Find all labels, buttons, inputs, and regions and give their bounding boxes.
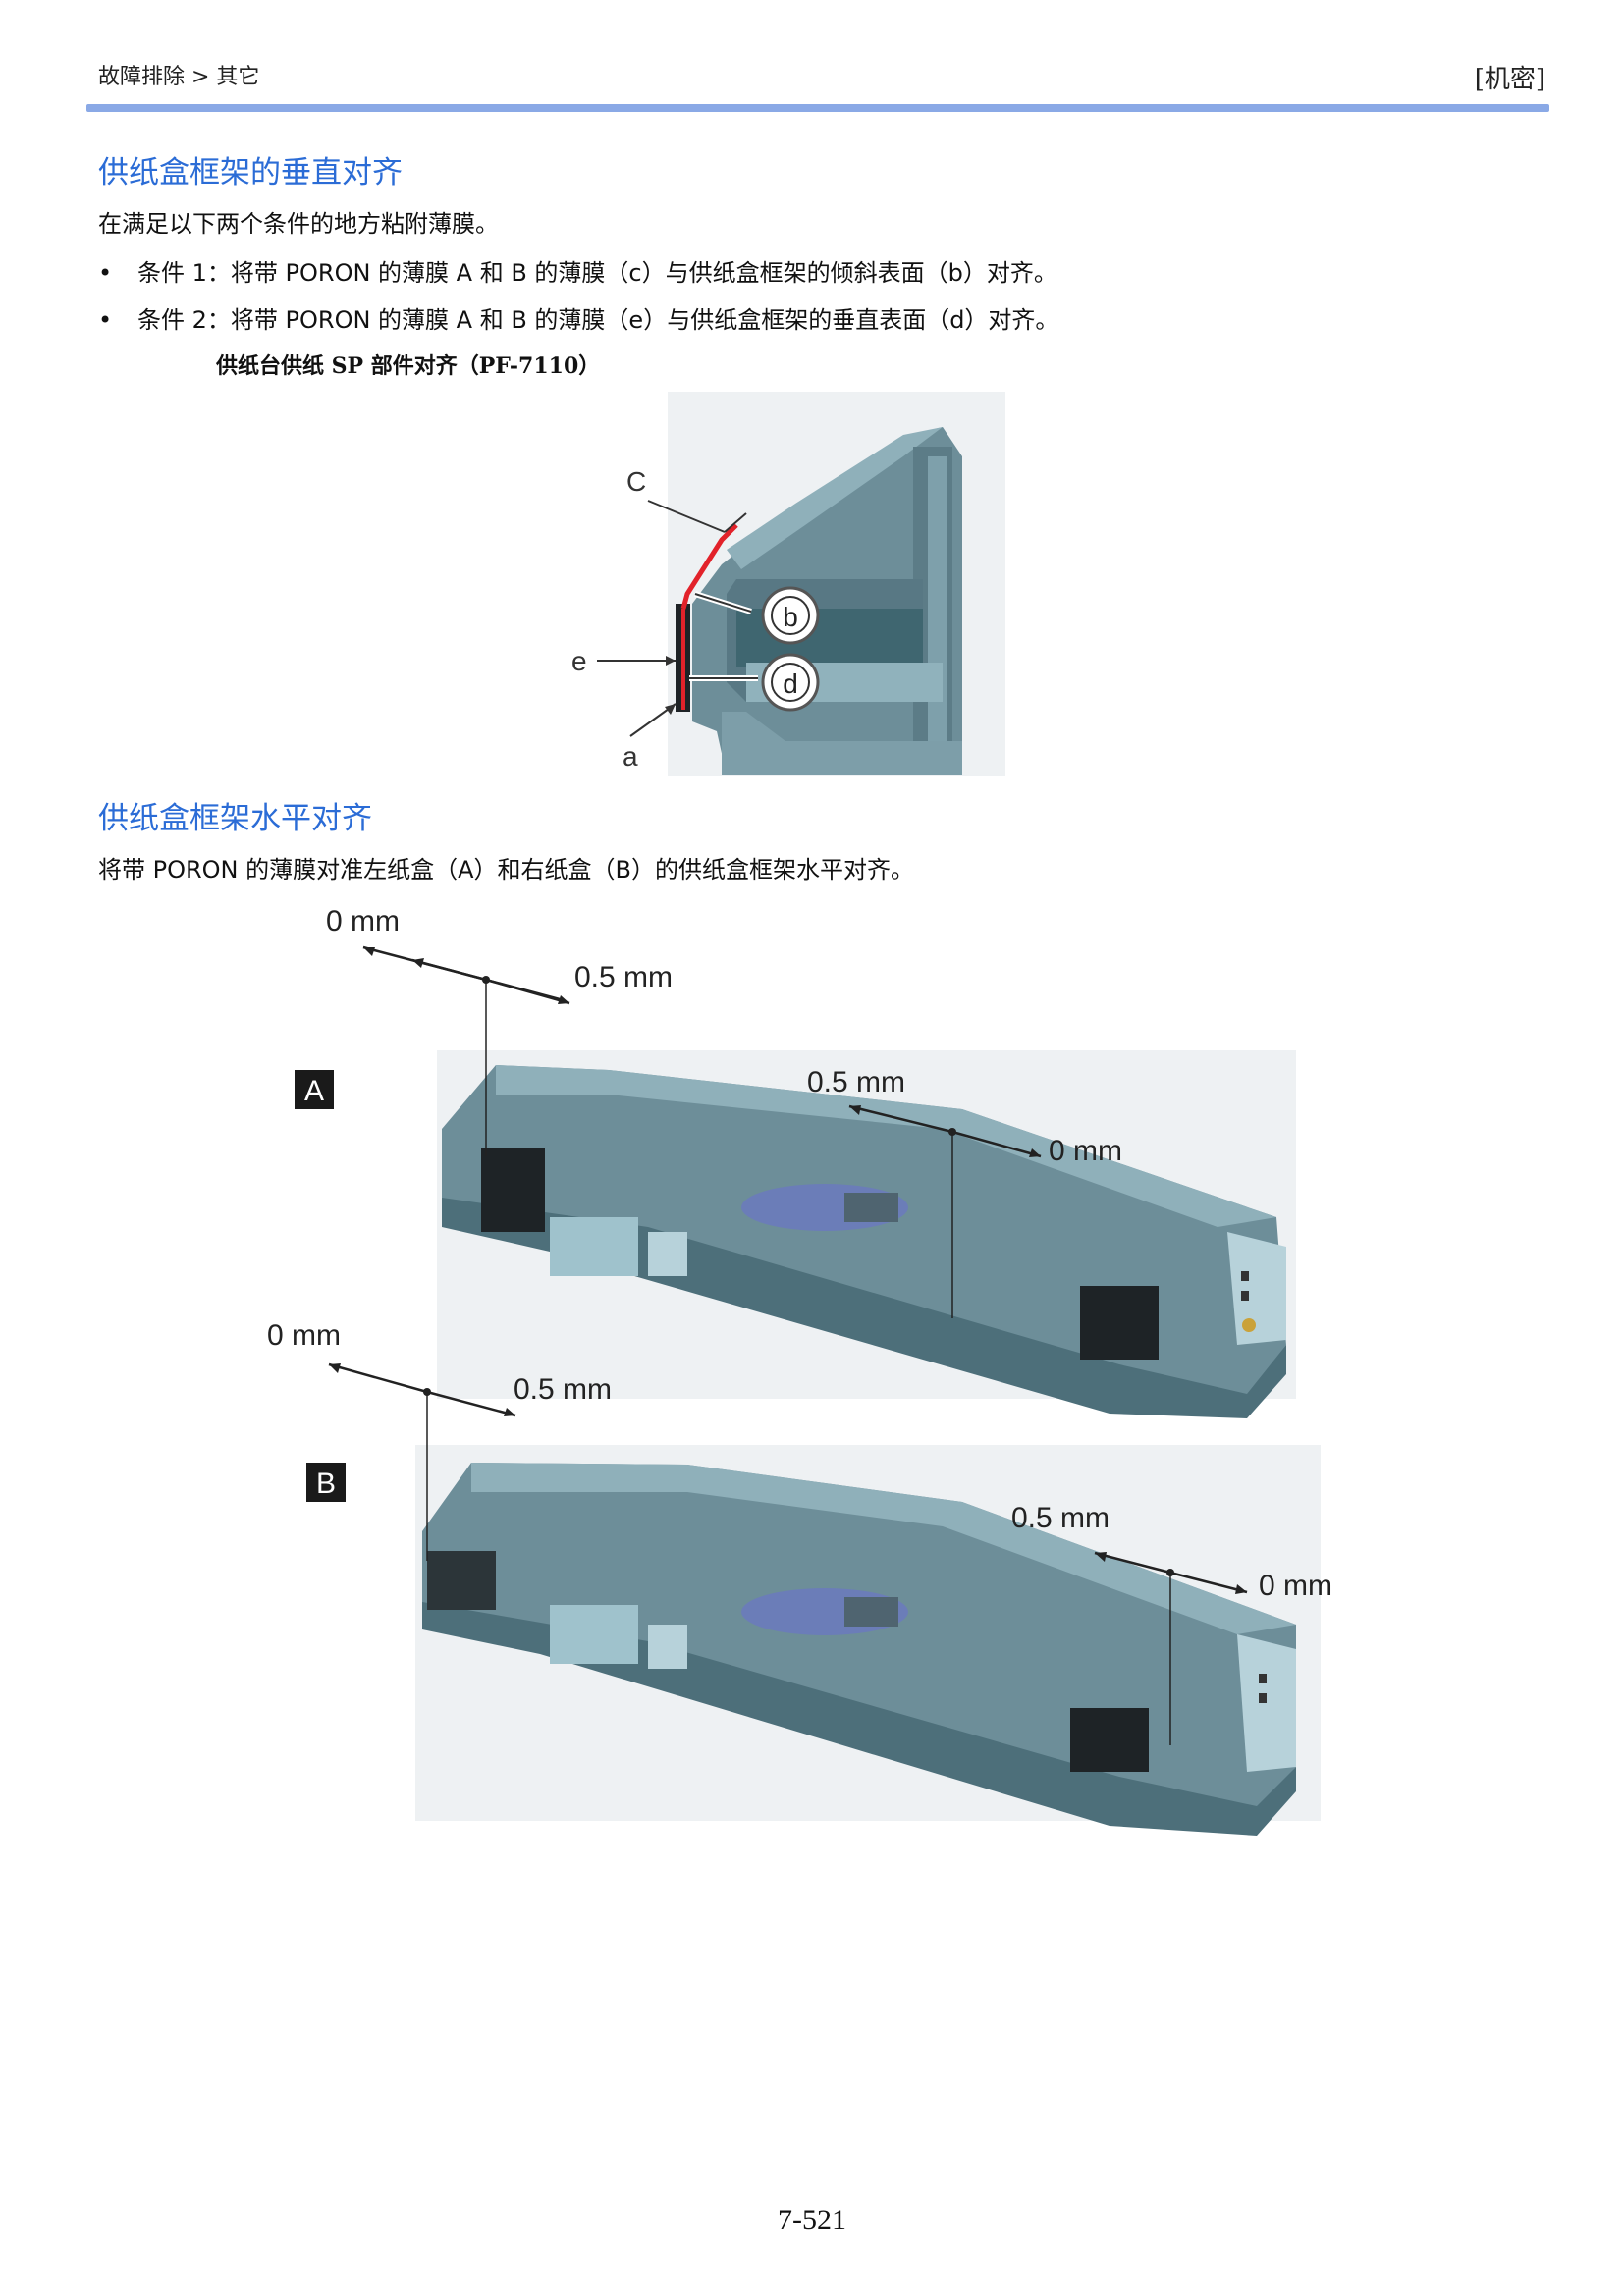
- confidential-label: [机密]: [1474, 65, 1545, 94]
- bullet-icon: •: [98, 306, 113, 334]
- breadcrumb: 故障排除 > 其它: [98, 65, 260, 89]
- condition-2-text: 条件 2：将带 PORON 的薄膜 A 和 B 的薄膜（e）与供纸盒框架的垂直表…: [137, 306, 1059, 334]
- section2-paragraph: 将带 PORON 的薄膜对准左纸盒（A）和右纸盒（B）的供纸盒框架水平对齐。: [98, 856, 915, 883]
- b-left-half: 0.5 mm: [514, 1373, 612, 1406]
- b-right-half: 0.5 mm: [1011, 1502, 1110, 1534]
- label-e: e: [571, 646, 587, 676]
- callout-d: d: [783, 668, 798, 699]
- section-title-horizontal: 供纸盒框架水平对齐: [98, 801, 372, 836]
- a-right-zero: 0 mm: [1049, 1135, 1122, 1167]
- a-left-zero: 0 mm: [326, 905, 400, 937]
- film-b-left: [427, 1551, 496, 1610]
- intro-paragraph: 在满足以下两个条件的地方粘附薄膜。: [98, 210, 499, 238]
- condition-1: • 条件 1：将带 PORON 的薄膜 A 和 B 的薄膜（c）与供纸盒框架的倾斜…: [98, 253, 1057, 288]
- callout-b: b: [783, 602, 798, 632]
- label-a: a: [623, 741, 638, 772]
- a-left-half: 0.5 mm: [574, 961, 673, 993]
- film-b-right: [1070, 1708, 1149, 1772]
- cassette-a-label: A: [304, 1075, 324, 1107]
- condition-1-text: 条件 1：将带 PORON 的薄膜 A 和 B 的薄膜（c）与供纸盒框架的倾斜表…: [137, 259, 1057, 287]
- figure-caption: 供纸台供纸 SP 部件对齐（PF-7110）: [216, 353, 601, 379]
- film-c-red: [680, 523, 738, 610]
- vertical-alignment-figure: C e a b d: [571, 392, 1005, 776]
- page-number: 7-521: [778, 2204, 846, 2236]
- condition-2: • 条件 2：将带 PORON 的薄膜 A 和 B 的薄膜（e）与供纸盒框架的垂直…: [98, 300, 1058, 335]
- bullet-icon: •: [98, 259, 113, 287]
- header-divider: [86, 104, 1549, 112]
- film-a-right: [1080, 1286, 1159, 1360]
- section-title-vertical: 供纸盒框架的垂直对齐: [98, 155, 403, 190]
- horizontal-alignment-figure: A 0 mm 0.5 mm 0.5 mm 0 mm B 0 mm 0.5 mm …: [267, 905, 1332, 1836]
- cassette-b-label: B: [316, 1468, 336, 1500]
- a-right-half: 0.5 mm: [807, 1066, 905, 1098]
- label-c: C: [626, 466, 646, 497]
- b-right-zero: 0 mm: [1259, 1570, 1332, 1602]
- film-a-left: [481, 1148, 545, 1232]
- b-left-zero: 0 mm: [267, 1319, 341, 1352]
